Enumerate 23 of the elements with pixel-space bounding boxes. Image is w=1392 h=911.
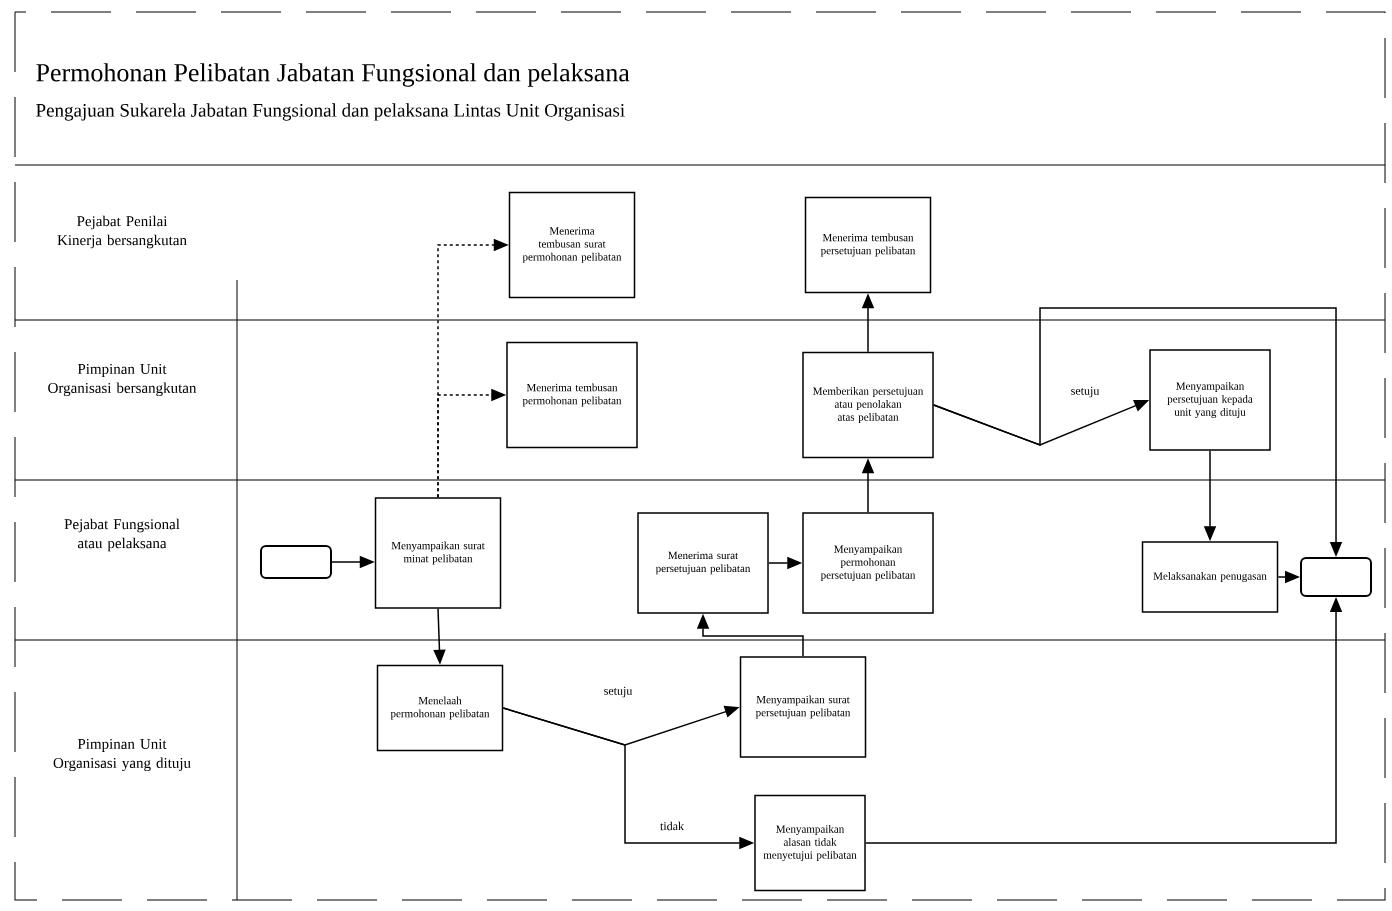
edge-label: setuju [601,684,635,700]
process-box: Menyampaikan alasan tidak menyetujui pelibatan [754,794,866,892]
lane-label: Pimpinan Unit Organisasi yang dituju [53,738,191,772]
process-box: Memberikan persetujuan atau penolakan atas pelibatan [802,351,934,459]
subtitle: Pengajuan Sukarela Jabatan Fungsional dan pelaksana Lintas Unit Organisasi [36,103,625,121]
process-box: Menyampaikan persetujuan kepada unit yang dituju [1149,349,1271,451]
process-box: Melaksanakan penugasan [1141,541,1279,613]
edge-label: tidak [658,819,686,833]
title: Permohonan Pelibatan Jabatan Fungsional dan pelaksana [36,63,630,87]
process-box: Menyampaikan permohonan persetujuan pelibatan [802,512,934,614]
process-box: Menerima tembusan permohonan pelibatan [506,341,638,449]
process-box: Menerima tembusan surat permohonan pelibatan [508,191,636,299]
process-box: Menelaah permohonan pelibatan [376,664,504,752]
edge-label: setuju [1068,384,1102,400]
process-box: Menerima tembusan persetujuan pelibatan [804,196,932,294]
lane-label: Pejabat Fungsional atau pelaksana [64,518,180,552]
terminator [1300,557,1372,597]
terminator [260,545,332,579]
process-box: Menyampaikan surat minat pelibatan [374,497,502,609]
lane-label: Pejabat Penilai Kinerja bersangkutan [57,215,187,249]
lane-label: Pimpinan Unit Organisasi bersangkutan [48,363,197,397]
process-box: Menyampaikan surat persetujuan pelibatan [739,656,867,758]
process-box: Menerima surat persetujuan pelibatan [637,512,769,614]
